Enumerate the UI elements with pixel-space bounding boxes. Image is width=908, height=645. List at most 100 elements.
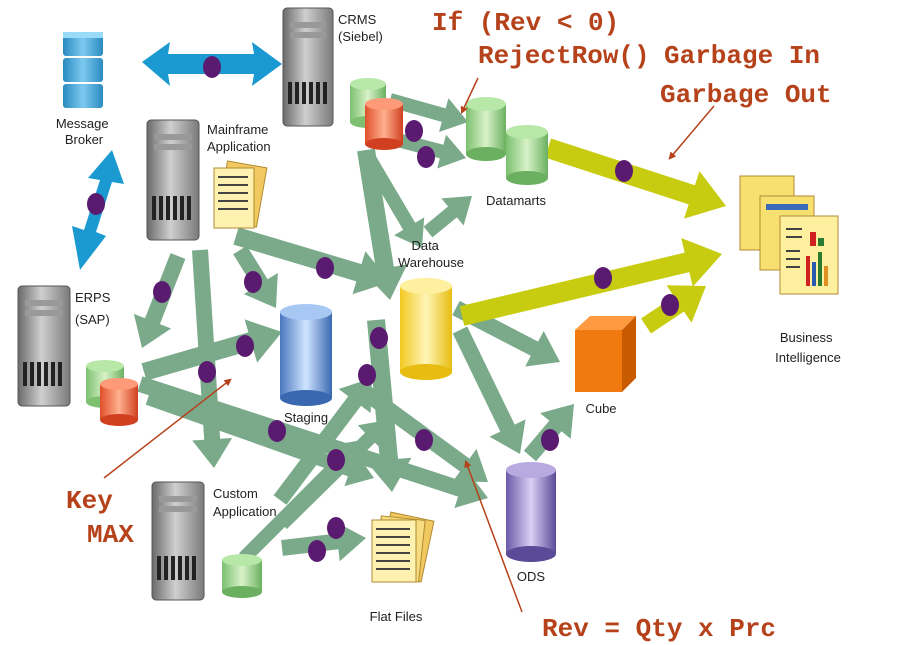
crms-to-dw-label-arrow (364, 156, 425, 248)
crms-to-warehouse-arrow (357, 148, 408, 300)
flow-marker-dot (203, 56, 221, 78)
flow-marker-dot (153, 281, 171, 303)
ods-label: ODS (517, 569, 546, 584)
mainframe-server: Mainframe Application (146, 119, 272, 241)
flat-files-node: Flat Files (370, 511, 435, 624)
svg-text:Data Warehouse: Data Warehouse (398, 238, 464, 270)
crms-label-1: CRMS (338, 12, 377, 27)
business-intelligence-label-1: Business (780, 330, 833, 345)
business-intelligence-label-2: Intelligence (775, 350, 841, 365)
flow-marker-dot (417, 146, 435, 168)
custom-application-server: Custom Application (151, 481, 277, 601)
annotations: If (Rev < 0) RejectRow() Garbage In Garb… (66, 8, 832, 644)
flow-marker-dot (327, 449, 345, 471)
warehouse-to-ods-arrow (452, 326, 526, 454)
crms-databases (350, 78, 403, 150)
data-warehouse-node: Data Warehouse (398, 238, 464, 380)
flow-marker-dot (615, 160, 633, 182)
flow-marker-dot (268, 420, 286, 442)
flow-marker-dot (308, 540, 326, 562)
mainframe-label-1: Mainframe (207, 122, 268, 137)
svg-text:Message Broker: Message Broker (56, 116, 112, 147)
flow-marker-dot (87, 193, 105, 215)
flow-marker-dot (236, 335, 254, 357)
warehouse-to-datamarts-arrow (423, 196, 472, 238)
svg-text:Mainframe Application: Mainframe Application (207, 122, 272, 154)
ods-cylinder (506, 462, 556, 562)
flow-marker-dot (594, 267, 612, 289)
crms-label-2: (Siebel) (338, 29, 383, 44)
datamarts-cylinders (466, 97, 548, 185)
rev-formula-text: Rev = Qty x Prc (542, 614, 776, 644)
rev-formula-pointer (464, 459, 523, 613)
svg-text:Custom Application: Custom Application (213, 486, 277, 519)
flow-marker-dot (405, 120, 423, 142)
erps-databases (86, 360, 138, 426)
warehouse-to-bi-arrow (459, 238, 722, 326)
reject-row-action: RejectRow() (478, 41, 650, 71)
erps-label-2: (SAP) (75, 312, 110, 327)
flow-arrows (133, 93, 574, 563)
business-intelligence-node: Business Intelligence (739, 175, 841, 365)
staging-label: Staging (284, 410, 328, 425)
cube-label: Cube (585, 401, 616, 416)
svg-text:Business Intelligence: Business Intelligence (775, 330, 841, 365)
svg-text:CRMS (Siebel): CRMS (Siebel) (338, 12, 383, 44)
data-warehouse-label-1: Data (411, 238, 439, 253)
custom-application-label-2: Application (213, 504, 277, 519)
custom-to-warehouse-arrow (273, 378, 372, 505)
flow-marker-dot (661, 294, 679, 316)
svg-text:ERPS (SAP): ERPS (SAP) (75, 290, 114, 327)
staging-node: Staging (280, 304, 332, 425)
output-arrows (459, 138, 726, 334)
max-text: MAX (87, 520, 134, 550)
cube-node: Cube (575, 316, 636, 416)
key-max-pointer (103, 378, 232, 479)
custom-application-database (222, 554, 262, 598)
flow-markers (87, 56, 679, 562)
mainframe-document-icon (213, 160, 268, 229)
message-broker-label-2: Broker (65, 132, 104, 147)
flow-marker-dot (244, 271, 262, 293)
crms-server: CRMS (Siebel) (282, 7, 403, 150)
crms-to-datamarts-arrow (388, 93, 468, 132)
crms-server-icon (282, 7, 334, 127)
flat-files-icon (371, 511, 435, 583)
reject-row-pointer (460, 77, 479, 115)
data-warehouse-cylinder (400, 278, 452, 380)
garbage-out-text: Garbage Out (660, 80, 832, 110)
datamarts-node: Datamarts (466, 97, 548, 208)
erps-server: ERPS (SAP) (17, 285, 138, 426)
garbage-pointer (668, 105, 715, 160)
flow-marker-dot (316, 257, 334, 279)
datamarts-label: Datamarts (486, 193, 546, 208)
garbage-in-text: Garbage In (664, 41, 820, 71)
message-broker-label-1: Message (56, 116, 109, 131)
flow-marker-dot (198, 361, 216, 383)
flat-files-label: Flat Files (370, 609, 423, 624)
message-broker-node: Message Broker (56, 32, 112, 147)
custom-to-staging-arrow (239, 440, 362, 563)
custom-application-label-1: Custom (213, 486, 258, 501)
flow-marker-dot (541, 429, 559, 451)
flow-marker-dot (358, 364, 376, 386)
if-rev-condition: If (Rev < 0) (432, 8, 619, 38)
key-text: Key (66, 486, 113, 516)
erps-to-staging-arrow (141, 319, 282, 381)
erps-label-1: ERPS (75, 290, 111, 305)
business-intelligence-report-icon (739, 175, 839, 295)
erps-server-icon (17, 285, 71, 407)
data-warehouse-label-2: Warehouse (398, 255, 464, 270)
annotation-pointers (103, 77, 715, 613)
mainframe-to-warehouse-arrow (233, 227, 390, 295)
datamarts-to-bi-arrow (544, 138, 726, 219)
mainframe-label-2: Application (207, 139, 271, 154)
cube-icon (575, 316, 636, 392)
flow-marker-dot (415, 429, 433, 451)
custom-application-server-icon (151, 481, 205, 601)
custom-to-flatfiles-arrow (281, 521, 366, 562)
staging-cylinder (280, 304, 332, 406)
flow-marker-dot (327, 517, 345, 539)
ods-node: ODS (506, 462, 556, 584)
